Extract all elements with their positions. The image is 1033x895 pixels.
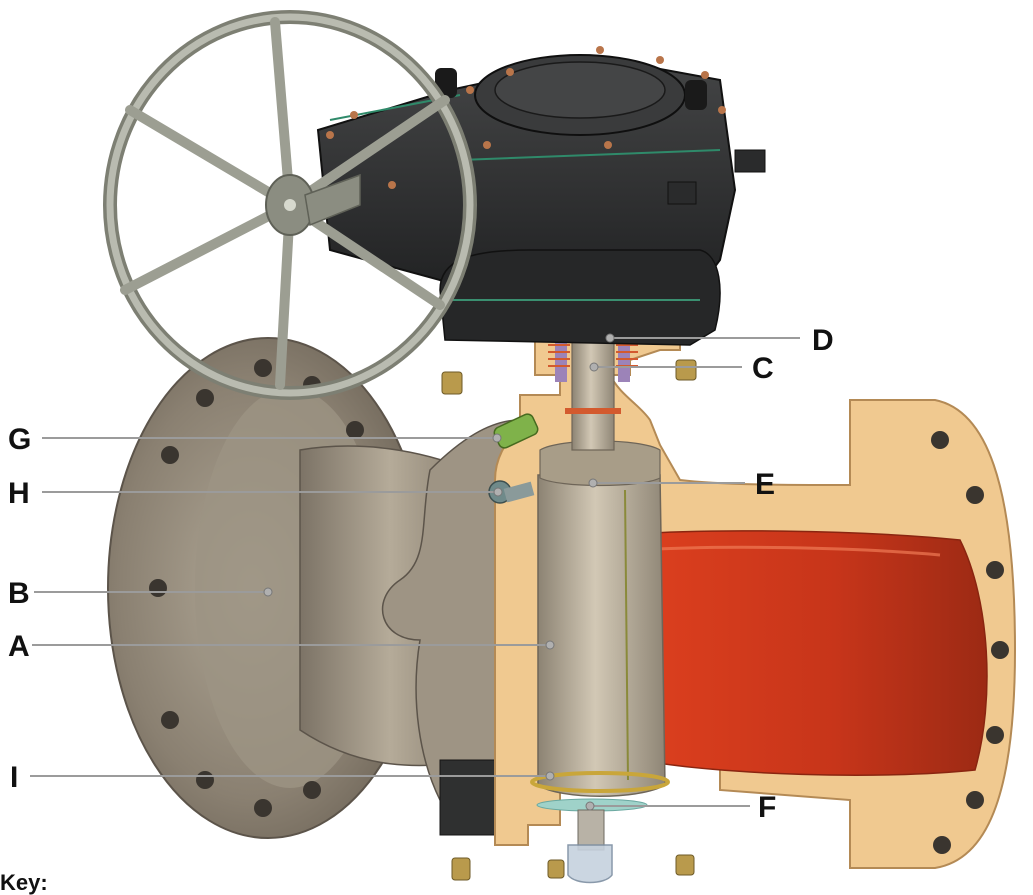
bottom-seal-ring <box>530 771 670 793</box>
callout-dots <box>263 333 615 811</box>
callout-label-I: I <box>10 761 18 794</box>
bonnet-fasteners <box>441 359 697 881</box>
gear-operator <box>316 46 766 346</box>
callout-label-C: C <box>752 352 774 385</box>
right-flange-bolt-holes <box>931 431 1009 854</box>
callout-label-B: B <box>8 577 30 610</box>
key-heading: Key: <box>0 870 48 895</box>
body-shell <box>381 419 531 801</box>
bore-highlight <box>639 545 941 557</box>
callout-label-A: A <box>8 630 30 663</box>
plug-seam <box>624 489 629 781</box>
callout-label-E: E <box>755 468 775 501</box>
bottom-stem <box>577 809 605 851</box>
handwheel <box>103 10 477 400</box>
bottom-cap <box>567 844 613 884</box>
callout-label-F: F <box>758 791 776 824</box>
callout-label-G: G <box>8 423 31 456</box>
callout-label-H: H <box>8 477 30 510</box>
callout-label-D: D <box>812 324 834 357</box>
plug <box>537 474 666 797</box>
callout-leaders <box>30 337 800 807</box>
